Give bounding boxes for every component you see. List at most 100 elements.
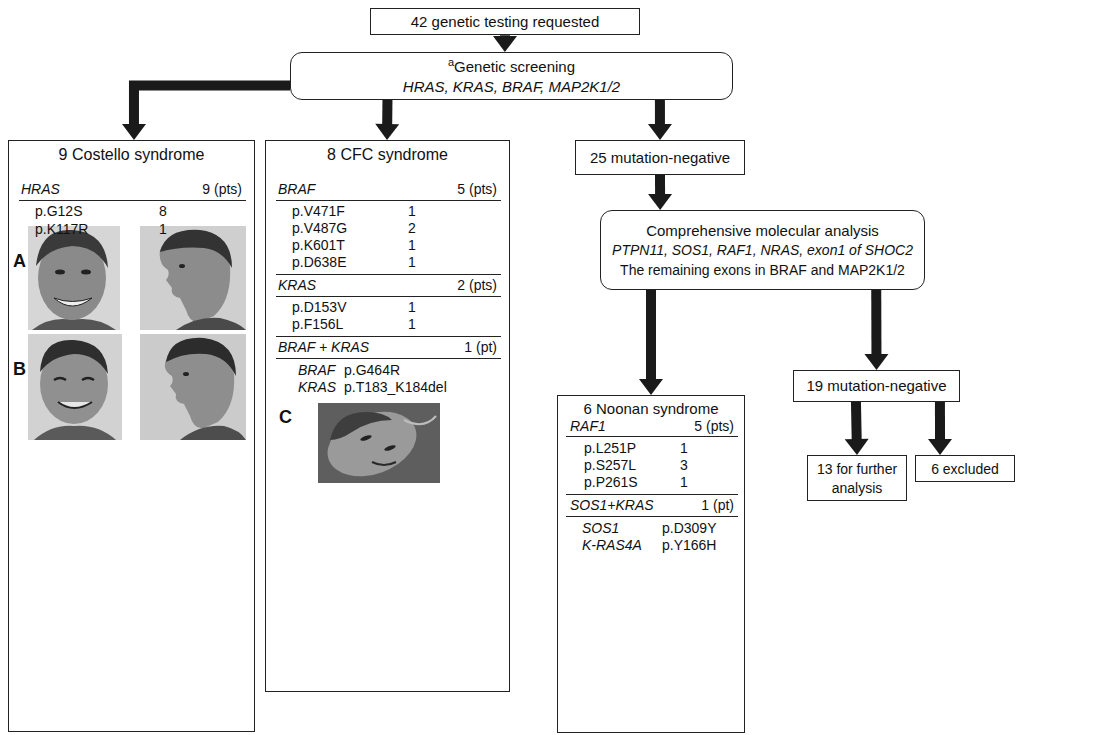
result-panel: 6 Noonan syndromeRAF1 5 (pts) p.L251P 1 p.S2… (557, 395, 745, 733)
box-label: 42 genetic testing requested (411, 13, 599, 30)
box-label: HRAS, KRAS, BRAF, MAP2K1/2 (403, 78, 620, 95)
arrow-head (122, 124, 146, 140)
flow-arrow (639, 290, 663, 395)
table-rule (566, 516, 738, 517)
arrow-shaft (655, 100, 665, 125)
table-cell: p.V471F (292, 203, 345, 219)
table-cell: p.D309Y (662, 520, 716, 536)
process-box: aGenetic screeningHRAS, KRAS, BRAF, MAP2… (290, 52, 733, 100)
box-label: 25 mutation-negative (590, 149, 730, 166)
arrow-head (928, 439, 952, 455)
table-cell: 5 (pts) (694, 418, 734, 434)
table-cell: p.F156L (292, 316, 343, 332)
flow-arrow (864, 290, 888, 370)
gene-name: SOS1+KRAS (570, 497, 654, 513)
box-label: The remaining exons in BRAF and MAP2K1/2 (620, 262, 905, 278)
gene-name: HRAS (21, 181, 60, 197)
table-rule (566, 436, 738, 437)
footnote-mark: a (448, 56, 454, 68)
table-cell: p.D153V (292, 299, 346, 315)
process-box: 19 mutation-negative (793, 370, 960, 402)
table-rule (566, 494, 738, 495)
flow-arrow (493, 35, 517, 52)
table-rule (276, 336, 501, 337)
table-cell: p.G464R (344, 362, 400, 378)
table-cell: p.Y166H (662, 537, 716, 553)
table-cell: 1 (408, 316, 416, 332)
arrow-shaft (134, 86, 290, 125)
arrow-head (375, 124, 399, 140)
arrow-head (639, 379, 663, 395)
photo-label: C (279, 409, 292, 425)
box-label: 13 for further analysis (817, 461, 897, 496)
table-cell: p.S257L (584, 457, 636, 473)
end-box: 13 for further analysis (807, 455, 907, 501)
gene-name: K-RAS4A (582, 537, 642, 553)
gene-name: BRAF (278, 181, 315, 197)
flow-arrow (648, 175, 672, 210)
gene-name: RAF1 (570, 418, 606, 434)
table-rule (276, 200, 501, 201)
arrow-shaft (646, 290, 656, 380)
table-cell: 1 (680, 440, 688, 456)
table-cell: 8 (159, 203, 167, 219)
arrow-head (648, 194, 672, 210)
result-panel: 8 CFC syndromeBRAF 5 (pts) p.V471F 1 p.V487G… (265, 140, 510, 692)
start-box: 42 genetic testing requested (370, 8, 640, 35)
patient-photo (28, 226, 120, 330)
gene-name: BRAF + KRAS (278, 339, 369, 355)
gene-name: SOS1 (582, 520, 619, 536)
photo-label: A (13, 253, 26, 269)
box-label: Genetic screening (454, 58, 575, 75)
panel-title: 8 CFC syndrome (327, 147, 448, 163)
table-cell: p.T183_K184del (344, 379, 447, 395)
arrow-shaft (851, 402, 862, 440)
table-cell: p.L251P (584, 440, 636, 456)
box-label: Comprehensive molecular analysis (646, 222, 879, 239)
gene-name: KRAS (298, 379, 336, 395)
table-rule (276, 274, 501, 275)
arrow-head (845, 439, 869, 455)
arrow-head (648, 124, 672, 140)
panel-title: 9 Costello syndrome (59, 147, 205, 163)
box-label: 19 mutation-negative (806, 377, 946, 394)
table-rule (276, 358, 501, 359)
arrow-shaft (871, 290, 881, 355)
table-rule (276, 296, 501, 297)
table-cell: 1 (pt) (464, 339, 497, 355)
arrow-shaft (655, 175, 665, 195)
gene-name: KRAS (278, 277, 316, 293)
table-cell: p.G12S (35, 203, 82, 219)
photo-label: B (13, 361, 26, 377)
process-box: Comprehensive molecular analysisPTPN11, … (600, 210, 925, 290)
patient-photo (140, 334, 246, 440)
arrow-shaft (382, 100, 392, 125)
table-cell: 1 (408, 254, 416, 270)
table-cell: p.V487G (292, 220, 347, 236)
table-cell: p.D638E (292, 254, 346, 270)
flow-arrow (375, 100, 399, 140)
table-cell: 1 (408, 299, 416, 315)
patient-photo (28, 334, 122, 440)
result-panel: 9 Costello syndromeHRAS 9 (pts) p.G12S 8 p.K… (8, 140, 255, 732)
process-box: 25 mutation-negative (575, 140, 745, 175)
table-cell: 1 (680, 474, 688, 490)
arrow-head (493, 36, 517, 52)
arrow-head (864, 354, 888, 370)
flow-arrow (122, 86, 290, 140)
table-cell: 9 (pts) (202, 181, 242, 197)
table-cell: p.K117R (35, 221, 88, 237)
panel-title: 6 Noonan syndrome (583, 401, 718, 417)
table-cell: 5 (pts) (457, 181, 497, 197)
table-cell: p.P261S (584, 474, 638, 490)
table-cell: 2 (408, 220, 416, 236)
table-cell: 2 (pts) (457, 277, 497, 293)
table-cell: 1 (159, 221, 167, 237)
end-box: 6 excluded (915, 455, 1015, 482)
flow-arrow (845, 402, 869, 455)
gene-name: BRAF (298, 362, 335, 378)
box-label: PTPN11, SOS1, RAF1, NRAS, exon1 of SHOC2 (612, 242, 913, 258)
flow-arrow (648, 100, 672, 140)
